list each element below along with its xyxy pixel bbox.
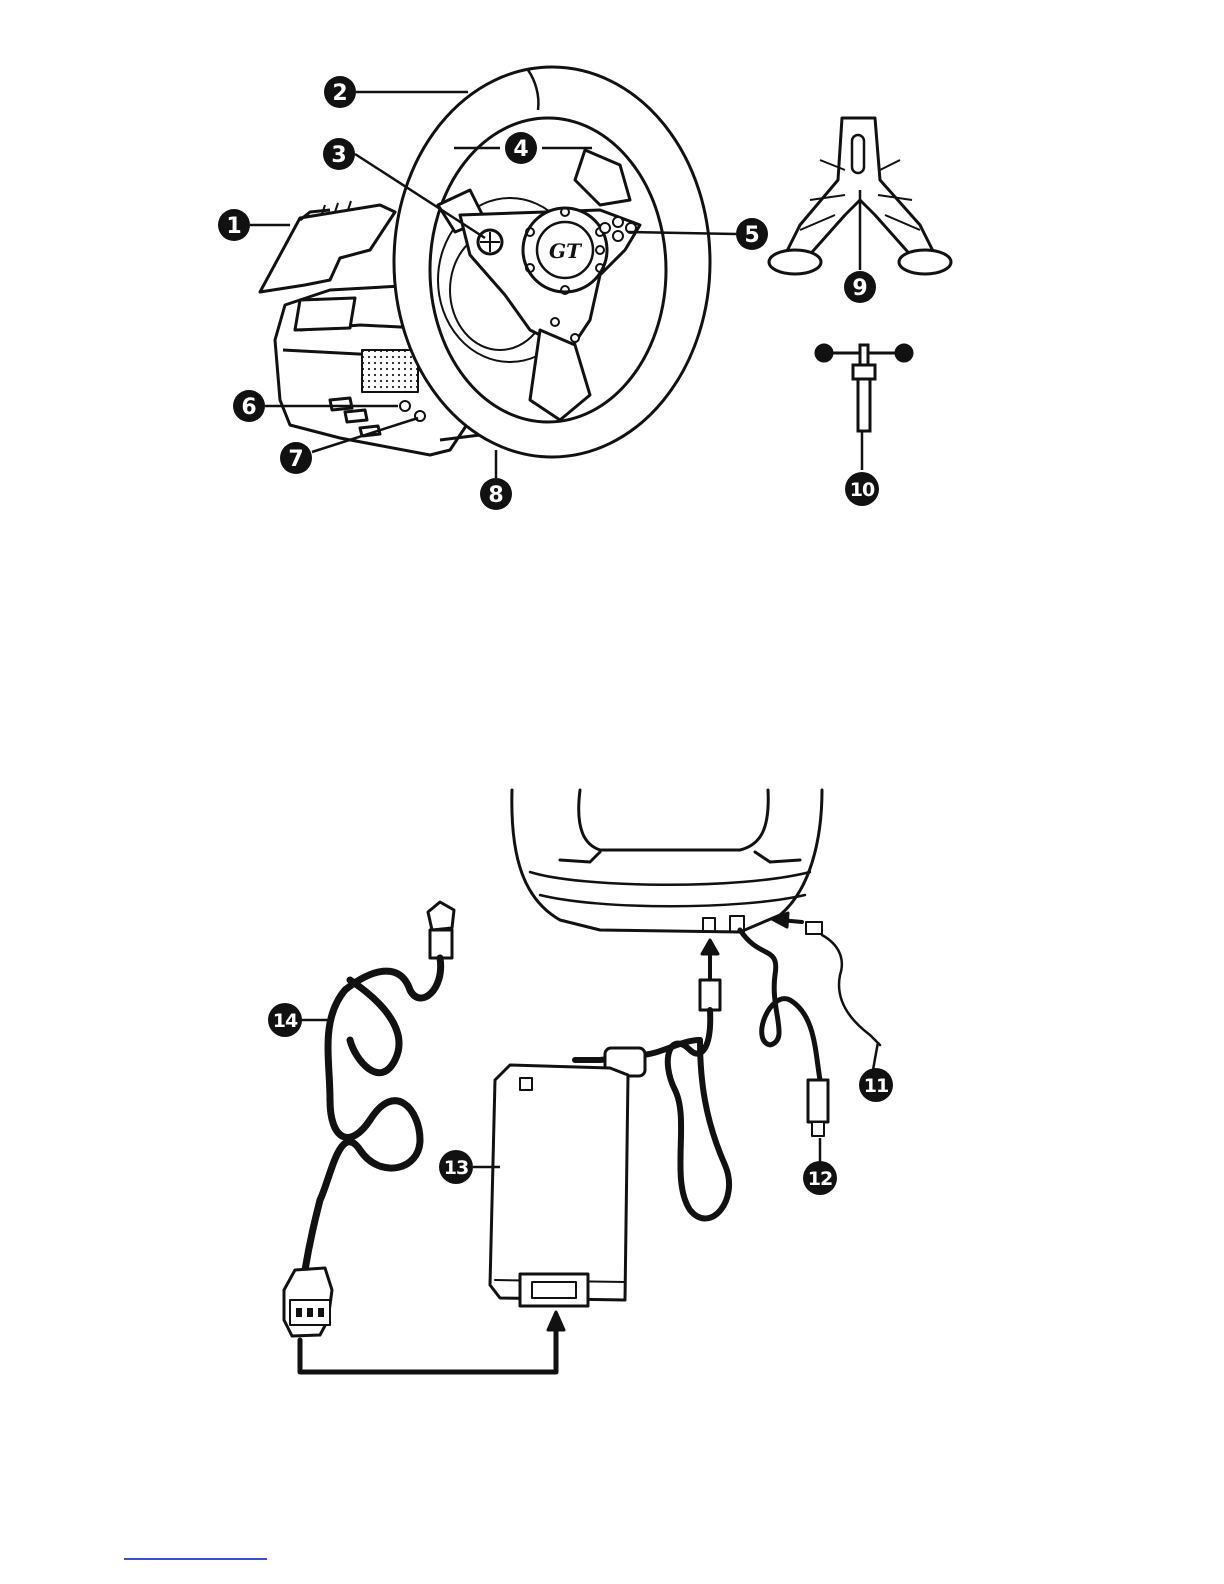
callout-12: 12 bbox=[803, 1161, 837, 1195]
svg-text:6: 6 bbox=[241, 395, 256, 420]
wheel-figure: GT bbox=[260, 67, 710, 457]
svg-text:8: 8 bbox=[488, 483, 503, 508]
callout-13: 13 bbox=[439, 1150, 473, 1184]
footer-rule bbox=[124, 1558, 267, 1560]
usb-cable bbox=[740, 930, 820, 1080]
callout-11: 11 bbox=[859, 1068, 893, 1102]
callout-2: 2 bbox=[324, 76, 356, 108]
svg-text:12: 12 bbox=[808, 1168, 832, 1190]
d-pad bbox=[478, 230, 502, 254]
mains-cable bbox=[284, 902, 454, 1336]
arrow-mains-to-adapter bbox=[300, 1325, 556, 1372]
svg-text:3: 3 bbox=[331, 143, 346, 168]
callout-3: 3 bbox=[323, 138, 355, 170]
power-adapter bbox=[490, 1065, 628, 1306]
connections-figure bbox=[284, 790, 880, 1372]
svg-text:7: 7 bbox=[288, 447, 303, 472]
wheel-base-rear bbox=[512, 790, 822, 932]
fixing-screw bbox=[816, 345, 912, 431]
pedal-cable bbox=[822, 935, 880, 1045]
callout-4: 4 bbox=[505, 132, 537, 164]
callout-5: 5 bbox=[736, 218, 768, 250]
callout-9: 9 bbox=[844, 271, 876, 303]
callout-10: 10 bbox=[845, 472, 879, 506]
callout-1: 1 bbox=[218, 209, 250, 241]
svg-text:9: 9 bbox=[852, 276, 867, 301]
center-hub: GT bbox=[523, 208, 607, 294]
callout-8: 8 bbox=[480, 478, 512, 510]
svg-text:11: 11 bbox=[864, 1075, 888, 1097]
svg-text:GT: GT bbox=[549, 239, 583, 263]
svg-text:10: 10 bbox=[850, 479, 875, 501]
callout-7: 7 bbox=[280, 442, 312, 474]
svg-text:14: 14 bbox=[273, 1010, 298, 1032]
callout-14: 14 bbox=[268, 1003, 302, 1037]
svg-text:13: 13 bbox=[444, 1157, 468, 1179]
svg-text:1: 1 bbox=[226, 214, 241, 239]
svg-text:2: 2 bbox=[332, 81, 347, 106]
svg-text:5: 5 bbox=[744, 223, 759, 248]
svg-text:4: 4 bbox=[513, 137, 528, 162]
callout-6: 6 bbox=[233, 390, 265, 422]
